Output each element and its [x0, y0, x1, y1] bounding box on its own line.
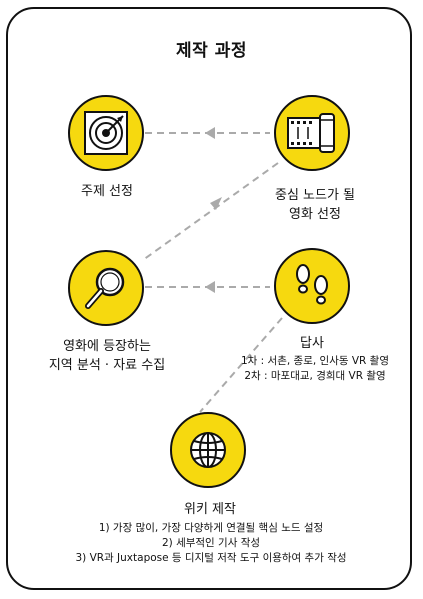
step-fieldwork-label: 답사 [272, 334, 352, 353]
step-movie-label-line-1: 중심 노드가 될 [274, 188, 356, 203]
step-research-label-line-2: 지역 분석 · 자료 수집 [48, 358, 166, 373]
step-wiki-label-line: 위키 제작 [184, 502, 236, 517]
fieldwork-detail-2: 2차 : 마포대교, 경희대 VR 촬영 [244, 370, 386, 382]
step-movie-label: 중심 노드가 될 영화 선정 [255, 186, 375, 224]
step-research-label-line-1: 영화에 등장하는 [63, 339, 151, 354]
target-icon [84, 111, 128, 155]
step-movie-label-line-2: 영화 선정 [289, 207, 341, 222]
step-wiki-label: 위키 제작 [160, 500, 260, 519]
step-fieldwork-circle [274, 248, 350, 324]
globe-icon [190, 432, 226, 468]
connector-2-3 [142, 162, 279, 261]
step-topic-circle [68, 95, 144, 171]
connector-4-5 [199, 317, 283, 413]
wiki-detail-3: 3) VR과 Juxtapose 등 디지털 저작 도구 이용하여 추가 작성 [75, 552, 347, 564]
step-fieldwork-details: 1차 : 서촌, 종로, 인사동 VR 촬영 2차 : 마포대교, 경희대 VR… [230, 354, 400, 384]
step-research-circle [68, 250, 144, 326]
page-title: 제작 과정 [176, 41, 247, 61]
film-roll-icon [287, 113, 335, 153]
step-topic-label: 주제 선정 [55, 182, 159, 201]
arrowhead-3-4 [205, 281, 215, 293]
magnifier-icon [85, 267, 125, 309]
arrowhead-1-2 [205, 127, 215, 139]
fieldwork-detail-1: 1차 : 서촌, 종로, 인사동 VR 촬영 [241, 355, 389, 367]
step-wiki-circle [170, 412, 246, 488]
wiki-detail-1: 1) 가장 많이, 가장 다양하게 연결될 핵심 노드 설정 [98, 522, 324, 534]
step-fieldwork-label-line: 답사 [300, 336, 324, 351]
wiki-detail-2: 2) 세부적인 기사 작성 [161, 537, 261, 549]
step-wiki-details: 1) 가장 많이, 가장 다양하게 연결될 핵심 노드 설정 2) 세부적인 기… [36, 521, 386, 566]
arrowhead-2-3 [210, 197, 222, 210]
step-research-label: 영화에 등장하는 지역 분석 · 자료 수집 [22, 337, 192, 375]
footprints-icon [296, 264, 328, 305]
step-movie-circle [274, 95, 350, 171]
step-topic-label-line: 주제 선정 [81, 184, 133, 199]
card-frame [6, 7, 412, 590]
